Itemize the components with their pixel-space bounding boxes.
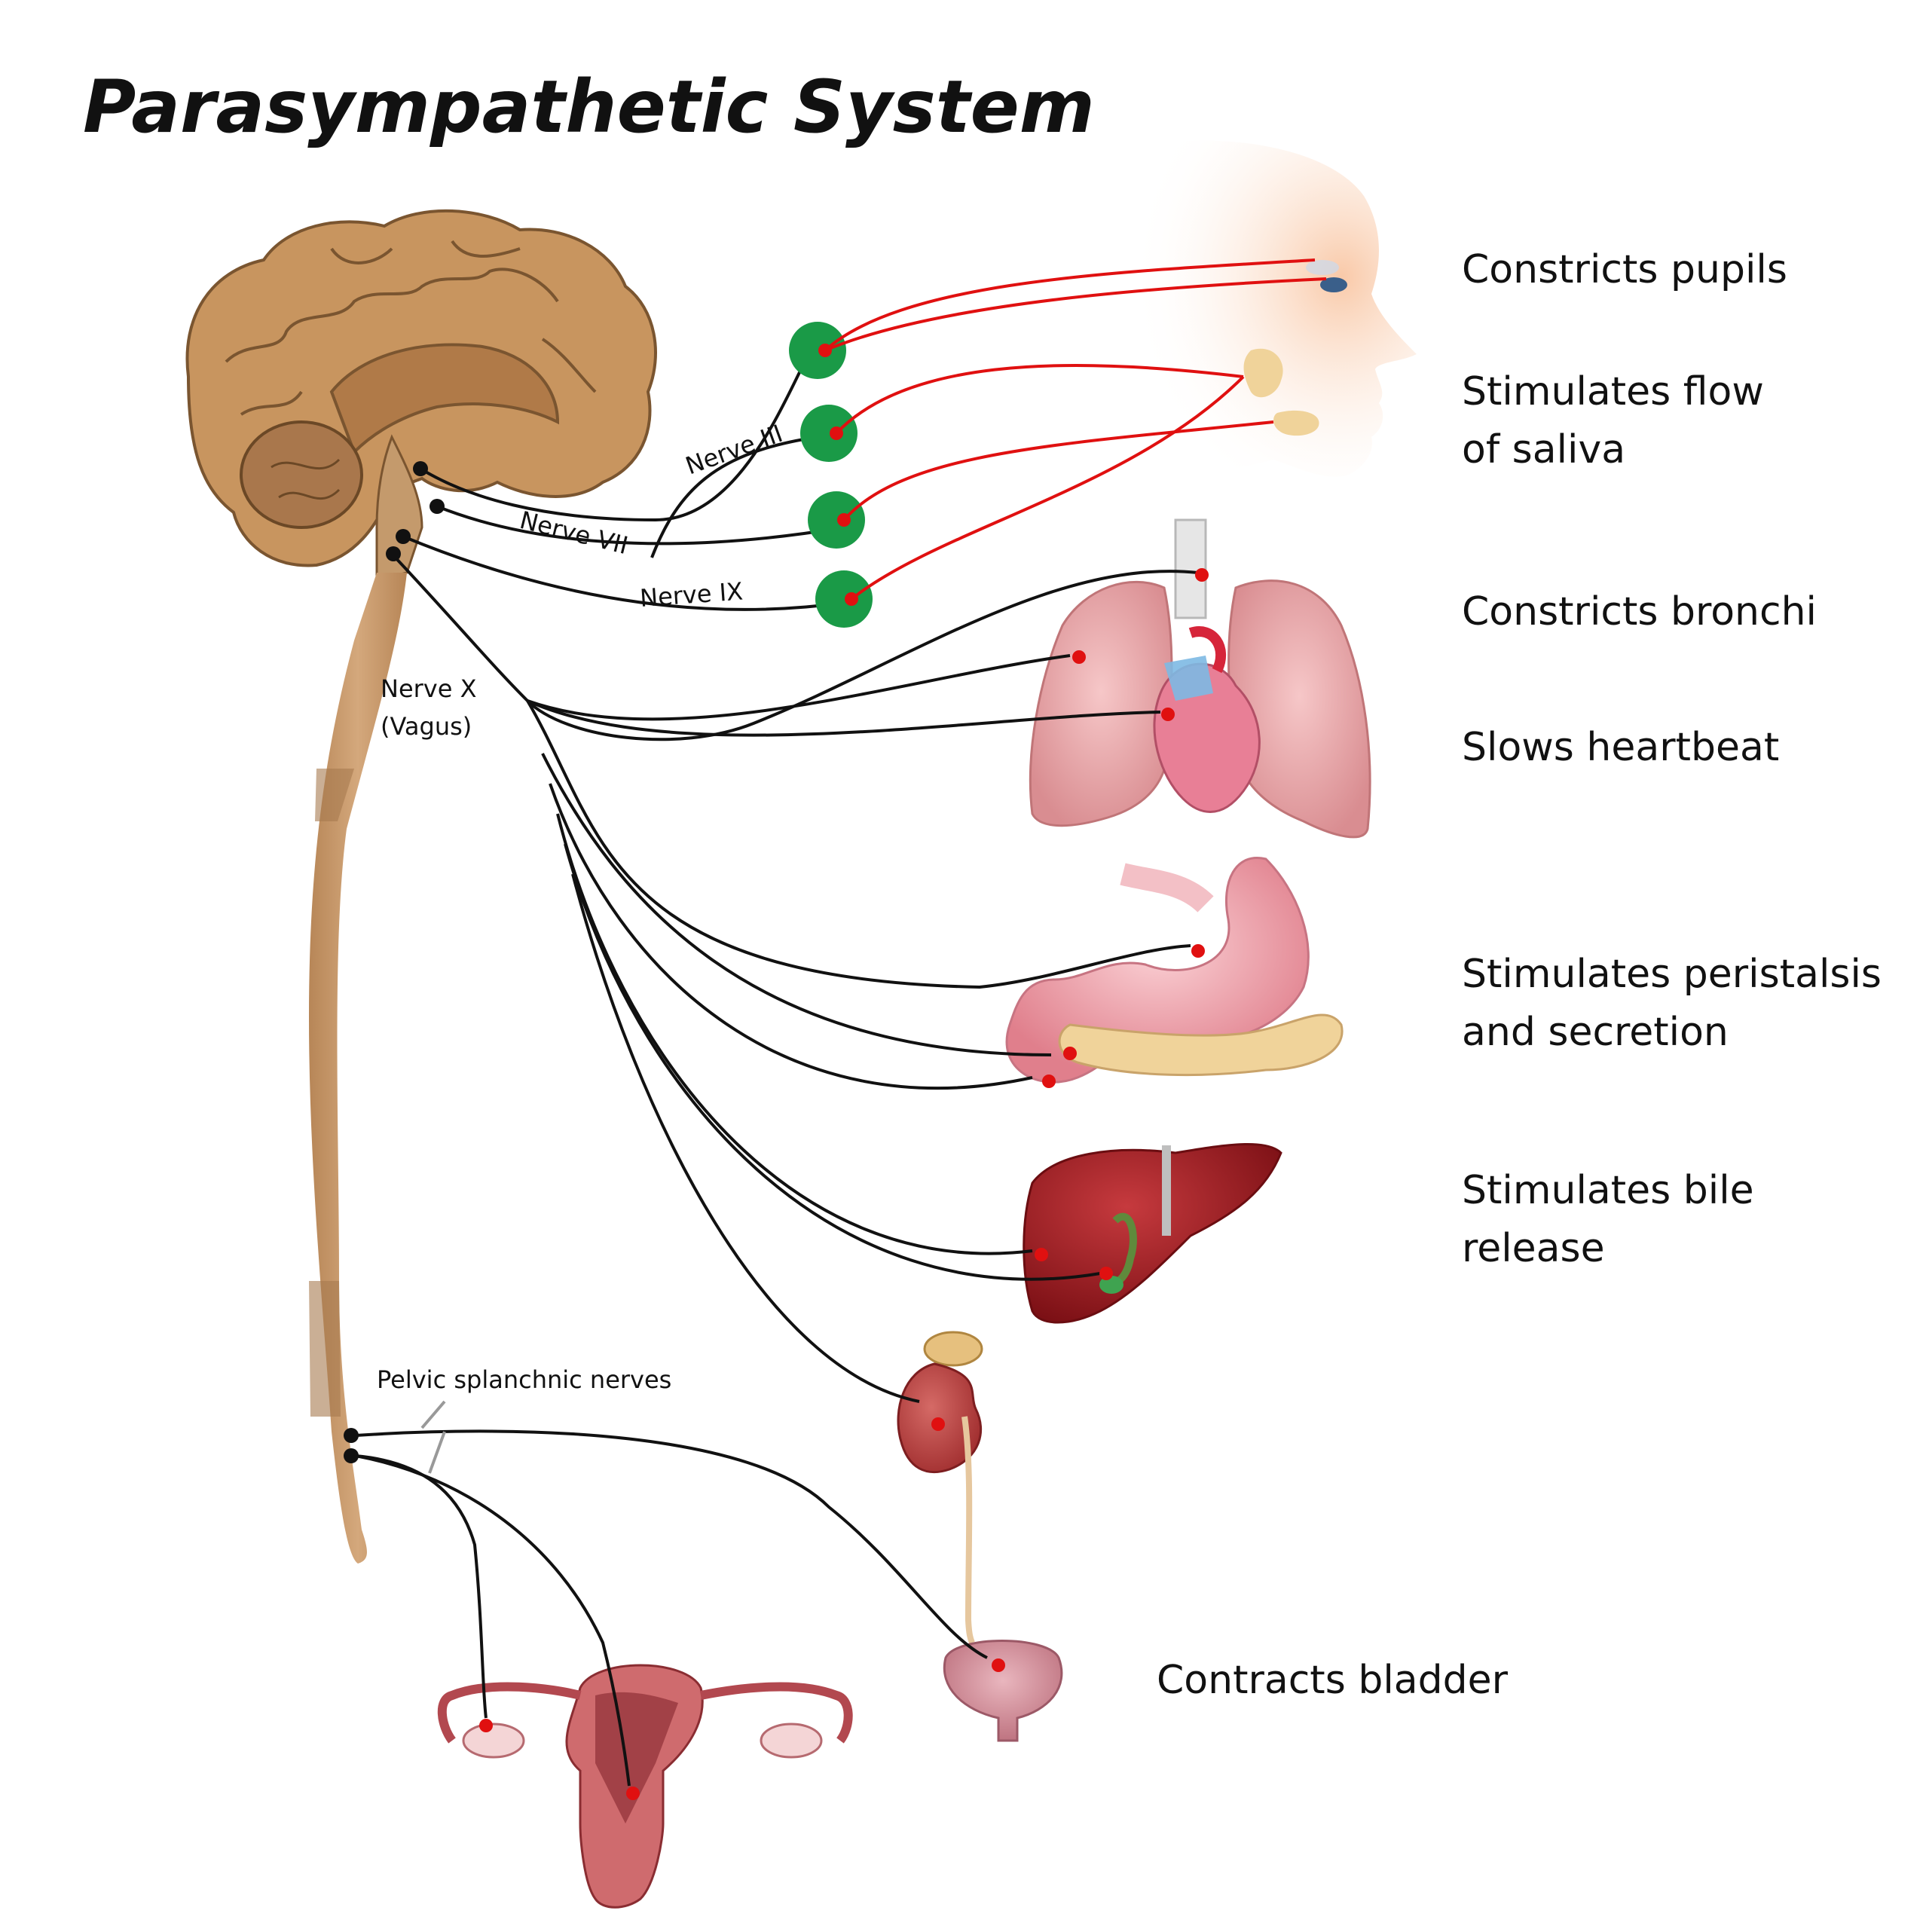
effect-bile-line1: Stimulates bile (1462, 1168, 1754, 1213)
vagus-to-pancreas-b (549, 783, 1033, 1090)
effect-saliva-line2: of saliva (1462, 427, 1625, 472)
synapse-dot (1035, 1248, 1048, 1261)
corpus-callosum (329, 343, 560, 455)
synapse-dot (1072, 650, 1086, 664)
nerve-vii-path-a (436, 505, 845, 546)
pelvic-splanchnic-label: Pelvic splanchnic nerves (377, 1365, 671, 1394)
otic-ganglion (815, 570, 873, 628)
vagus-label: (Vagus) (381, 712, 472, 741)
brain-illustration (185, 209, 657, 582)
nucleus-dot (386, 546, 401, 561)
synapse-dot (1063, 1047, 1077, 1060)
synapse-dot (818, 344, 832, 357)
effect-peristalsis-line1: Stimulates peristalsis (1462, 952, 1882, 997)
nerve-x-label: Nerve X (381, 674, 477, 703)
page-title: Parasympathetic System (83, 65, 1095, 149)
vagus-to-bronchi (390, 552, 1199, 741)
vagus-to-liver-a (556, 813, 1033, 1255)
submandibular-ganglion (808, 491, 865, 549)
vagus-to-pancreas-a (541, 753, 1052, 1056)
reproductive-illustration (437, 1664, 853, 1909)
effect-pupils: Constricts pupils (1462, 247, 1787, 292)
effect-bladder: Contracts bladder (1157, 1658, 1509, 1703)
synapse-dot (1195, 568, 1209, 582)
lungs-heart-illustration (1029, 518, 1371, 839)
vagus-to-lung (527, 654, 1071, 721)
pelvic-to-bladder (355, 1429, 988, 1659)
nerve-ix-path (402, 535, 845, 611)
synapse-dot (845, 592, 858, 606)
adrenal-gland (923, 1331, 983, 1367)
liver-illustration (1023, 1143, 1282, 1324)
liver (1023, 1143, 1282, 1324)
synapse-dot (1161, 708, 1175, 721)
pelvic-to-uterus (355, 1454, 631, 1787)
effect-peristalsis-line2: and secretion (1462, 1010, 1729, 1055)
vagus-to-kidney (571, 873, 920, 1403)
nerve-vii-label: Nerve VII (517, 506, 631, 560)
synapse-dot (931, 1417, 945, 1431)
synapse-dot (1099, 1267, 1113, 1280)
ganglia (789, 322, 873, 628)
synapse-dot (1191, 944, 1205, 958)
effect-saliva-line1: Stimulates flow (1462, 369, 1764, 414)
synapse-dot (837, 513, 851, 527)
effect-bile-line2: release (1462, 1226, 1605, 1271)
nerve-vii-path-b (650, 436, 818, 558)
synapse-markers (344, 344, 1209, 1800)
nucleus-dot (430, 499, 445, 514)
pterygopalatine-ganglion (800, 405, 858, 462)
nucleus-dot (413, 461, 428, 476)
bladder-illustration (943, 1640, 1063, 1742)
postganglionic-nerves (824, 258, 1327, 601)
pelvic-to-ovary (355, 1454, 488, 1719)
nerve-iii-path (419, 341, 819, 522)
ureter (961, 1416, 975, 1644)
cerebellum (240, 420, 363, 529)
nerve-ix-label: Nerve IX (639, 577, 744, 613)
effect-labels: Constricts pupils Stimulates flow of sal… (1157, 247, 1882, 1703)
fallopian-tubes (437, 1682, 853, 1744)
vagus-to-stomach (526, 699, 1191, 989)
nucleus-dot (344, 1428, 359, 1443)
face-illustration (1115, 140, 1417, 482)
synapse-dot (1042, 1075, 1056, 1088)
ciliary-ganglion (789, 322, 846, 379)
salivary-gland-parotid (1243, 348, 1283, 398)
left-ovary (462, 1723, 525, 1759)
pelvic-label-leaders (420, 1400, 446, 1474)
effect-bronchi: Constricts bronchi (1462, 589, 1817, 634)
synapse-dot (992, 1658, 1005, 1672)
vagus-to-liver-b (564, 843, 1101, 1281)
pancreas (1058, 1013, 1344, 1077)
left-lung (1029, 580, 1173, 827)
eye-icon (1320, 277, 1347, 292)
preganglionic-nerves (355, 341, 1199, 1787)
heart (1153, 662, 1261, 813)
nucleus-dot (344, 1448, 359, 1463)
esophagus (1120, 863, 1214, 913)
right-ovary (760, 1723, 823, 1759)
spinal-cord (309, 573, 407, 1564)
vagus-to-heart (527, 699, 1161, 737)
bladder (943, 1640, 1063, 1742)
kidney-illustration (897, 1331, 983, 1644)
effect-heart: Slows heartbeat (1462, 725, 1779, 770)
synapse-dot (626, 1787, 640, 1800)
synapse-dot (479, 1719, 493, 1732)
gallbladder (1099, 1276, 1123, 1294)
stomach-pancreas-illustration (1005, 857, 1344, 1084)
nerve-iii-label: Nerve III (682, 419, 787, 481)
salivary-gland-submandibular (1273, 410, 1319, 436)
synapse-dot (830, 426, 843, 440)
nucleus-dot (396, 529, 411, 544)
